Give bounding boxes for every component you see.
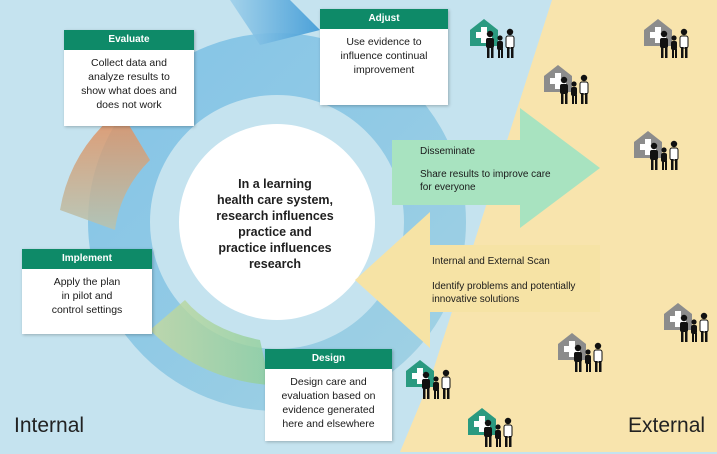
disseminate-arrow <box>392 108 600 228</box>
house-with-cross-icon <box>642 16 702 60</box>
adjust-card: Adjust Use evidence to influence continu… <box>320 9 448 105</box>
adjust-title: Adjust <box>320 9 448 29</box>
disseminate-title: Disseminate <box>420 146 476 157</box>
evaluate-title: Evaluate <box>64 30 194 50</box>
family-with-doctor-icon <box>484 417 513 447</box>
external-label: External <box>628 414 706 437</box>
evaluate-body: Collect data and analyze results to show… <box>81 57 177 111</box>
family-with-doctor-icon <box>680 312 709 342</box>
house-with-cross-icon <box>632 128 692 172</box>
cross-horizontal <box>564 346 580 352</box>
ring-segment-orange <box>60 110 150 230</box>
family-with-doctor-icon <box>574 342 603 372</box>
cross-horizontal <box>650 32 666 38</box>
cross-horizontal <box>476 32 492 38</box>
internal-label: Internal <box>14 414 85 437</box>
cross-horizontal <box>550 78 566 84</box>
implement-card: Implement Apply the plan in pilot and co… <box>22 249 152 334</box>
family-with-doctor-icon <box>422 369 451 399</box>
house-with-cross-icon <box>468 16 528 60</box>
house-with-cross-icon <box>404 357 464 401</box>
adjust-body: Use evidence to influence continual impr… <box>340 36 428 76</box>
family-with-doctor-icon <box>660 28 689 58</box>
house-with-cross-icon <box>556 330 616 374</box>
design-card: Design Design care and evaluation based … <box>265 349 392 441</box>
family-with-doctor-icon <box>560 74 589 104</box>
scan-body: Identify problems and potentially innova… <box>432 281 576 305</box>
implement-title: Implement <box>22 249 152 269</box>
evaluate-card: Evaluate Collect data and analyze result… <box>64 30 194 126</box>
scan-title: Internal and External Scan <box>432 256 550 267</box>
disseminate-body: Share results to improve care for everyo… <box>420 169 551 193</box>
house-with-cross-icon <box>542 62 602 106</box>
implement-body: Apply the plan in pilot and control sett… <box>51 276 123 316</box>
house-with-cross-icon <box>662 300 717 344</box>
ring-arrowhead-top <box>230 0 320 45</box>
center-statement: In a learning health care system, resear… <box>216 177 334 271</box>
design-body: Design care and evaluation based on evid… <box>281 376 376 430</box>
scan-arrow <box>355 212 600 348</box>
design-title: Design <box>265 349 392 369</box>
center-circle <box>179 124 375 320</box>
family-with-doctor-icon <box>650 140 679 170</box>
family-with-doctor-icon <box>486 28 515 58</box>
cross-horizontal <box>412 373 428 379</box>
cross-horizontal <box>474 421 490 427</box>
cross-horizontal <box>640 144 656 150</box>
house-with-cross-icon <box>466 405 526 449</box>
external-region <box>400 0 717 452</box>
cross-horizontal <box>670 316 686 322</box>
ring-segment-green <box>150 300 270 385</box>
